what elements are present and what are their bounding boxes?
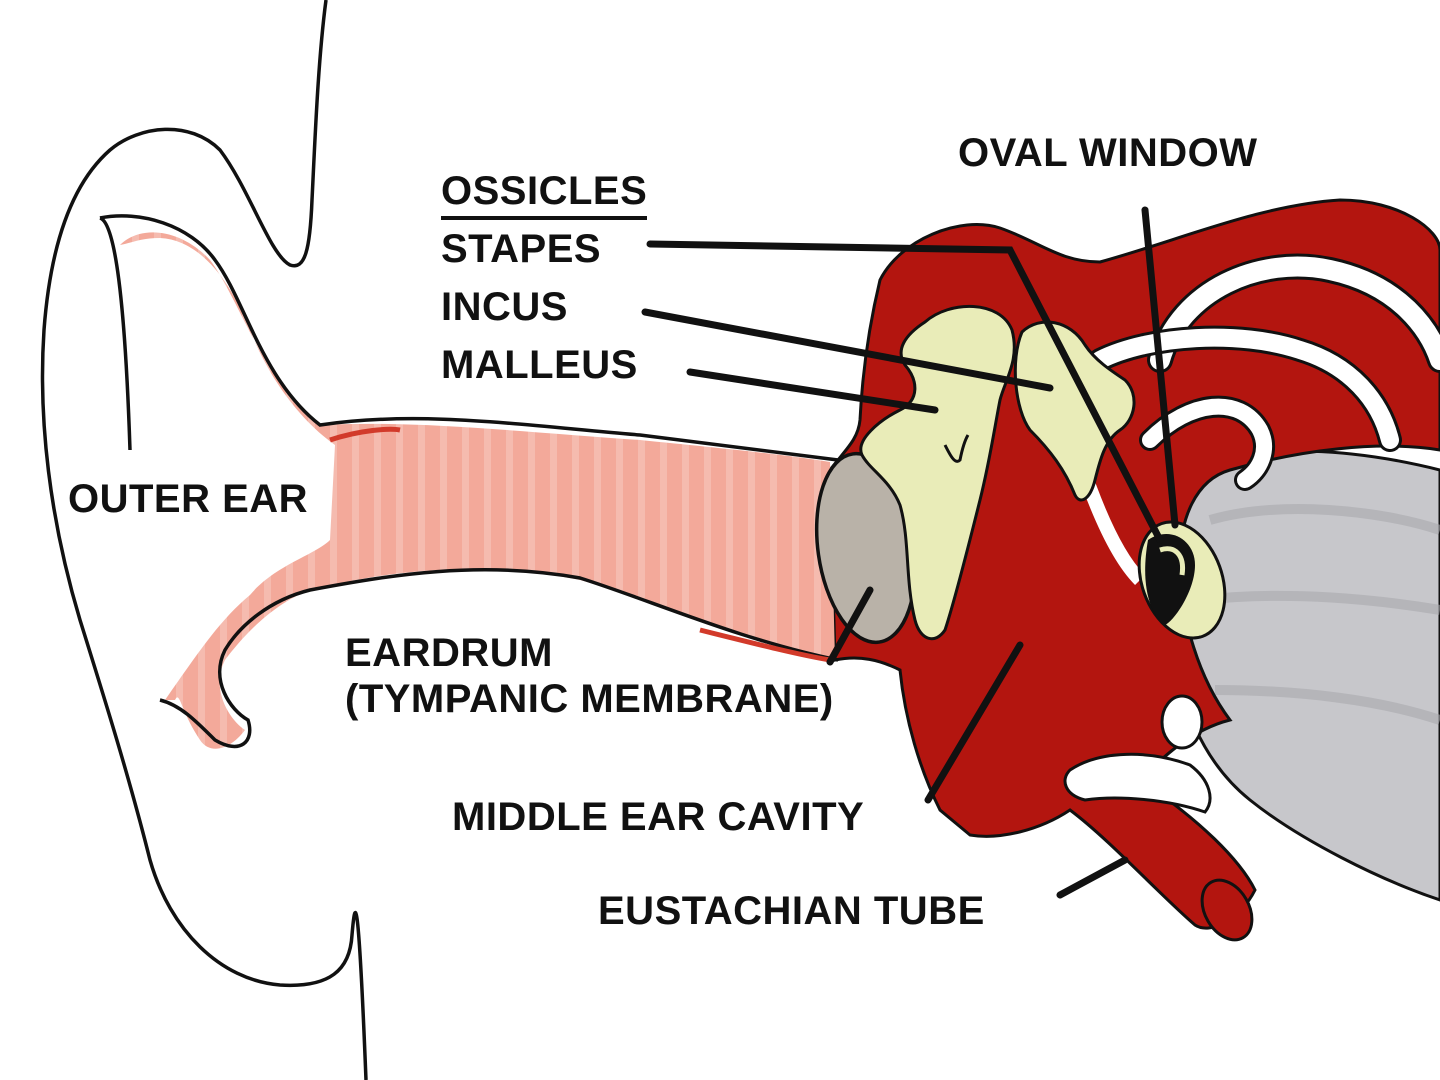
- canal-red-rim: [329, 426, 831, 663]
- semicircular-canal-outer-fill: [1150, 256, 1440, 370]
- leader-oval-window: [1141, 206, 1179, 529]
- leader-lines: [641, 206, 1179, 899]
- leader-eustachian: [1056, 856, 1129, 899]
- label-eardrum: EARDRUM: [345, 631, 553, 675]
- stapes-highlight: [1159, 546, 1186, 576]
- label-oval-window: OVAL WINDOW: [958, 131, 1258, 175]
- small-white-bubble: [1160, 694, 1204, 750]
- label-middle-ear-cavity: MIDDLE EAR CAVITY: [452, 795, 865, 839]
- leader-malleus: [686, 368, 939, 414]
- tube-gap-shape: [1063, 752, 1212, 814]
- leader-eardrum: [826, 586, 874, 666]
- cochlea-shading: [1199, 504, 1440, 725]
- ear-canal: [120, 232, 835, 749]
- label-tympanic-membrane: (TYMPANIC MEMBRANE): [345, 677, 834, 721]
- canal-bottom-edge: [159, 568, 839, 749]
- outer-ear-outline: [40, 0, 368, 1080]
- incus-bone: [1013, 320, 1136, 502]
- leader-stapes: [646, 240, 1164, 544]
- label-ossicles: OSSICLES: [441, 168, 648, 220]
- inner-ear-fold: [99, 216, 132, 451]
- eustachian-tube-opening: [1200, 878, 1254, 942]
- label-stapes: STAPES: [441, 227, 602, 271]
- leader-incus: [641, 308, 1054, 392]
- label-incus: INCUS: [441, 285, 568, 329]
- semicircular-canal-inner-fill: [1091, 328, 1399, 449]
- malleus-mark: [943, 434, 970, 463]
- label-malleus: MALLEUS: [441, 343, 638, 387]
- label-eustachian-tube: EUSTACHIAN TUBE: [598, 889, 985, 933]
- leader-middle-ear: [924, 641, 1024, 804]
- label-outer-ear: OUTER EAR: [68, 477, 309, 521]
- semicircular-canal-lower-fill: [1142, 398, 1272, 488]
- malleus-bone: [859, 304, 1016, 641]
- canal-top-edge: [99, 214, 839, 462]
